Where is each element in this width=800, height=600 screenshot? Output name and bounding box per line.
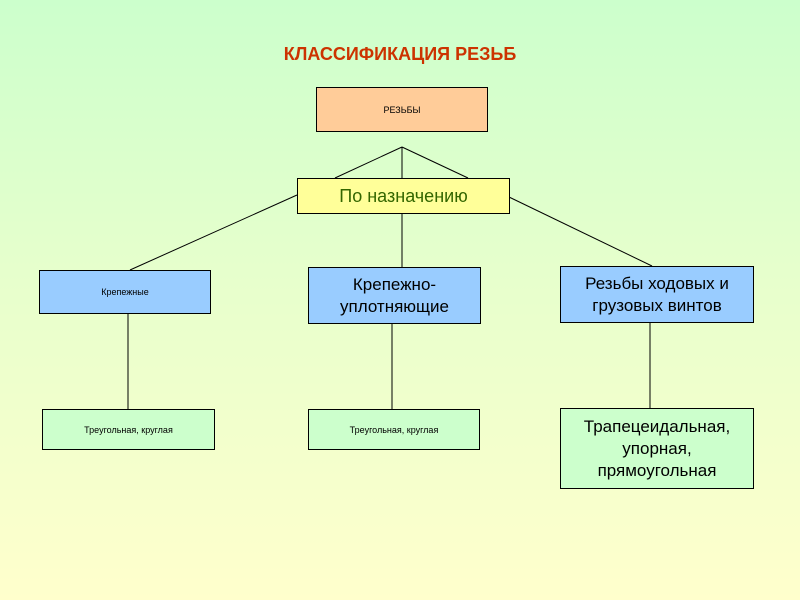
connector-line (129, 194, 298, 271)
connector-line (401, 146, 469, 179)
slide-title: КЛАССИФИКАЦИЯ РЕЗЬБ (283, 44, 517, 64)
node-sealing: Крепежно-уплотняющие (308, 267, 481, 324)
node-sealing-profiles: Треугольная, круглая (308, 409, 480, 450)
connector-line (508, 196, 653, 267)
node-category: По назначению (297, 178, 510, 214)
node-lead-screw-profiles: Трапецеидальная, упорная, прямоугольная (560, 408, 754, 489)
node-lead-screws: Резьбы ходовых и грузовых винтов (560, 266, 754, 323)
node-root: РЕЗЬБЫ (316, 87, 488, 132)
connector-line (334, 146, 403, 179)
node-fastening: Крепежные (39, 270, 211, 314)
node-fastening-profiles: Треугольная, круглая (42, 409, 215, 450)
